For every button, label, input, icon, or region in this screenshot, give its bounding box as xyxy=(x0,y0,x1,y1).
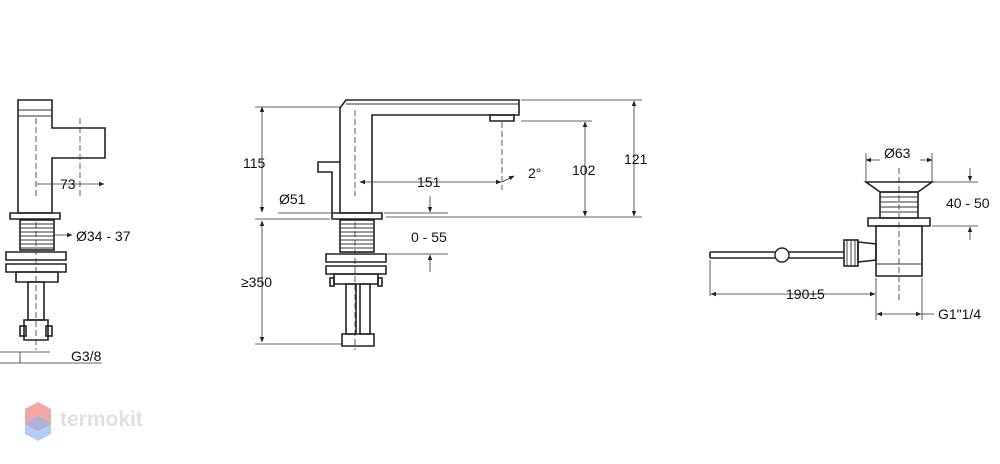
termokit-wordmark: termokit xyxy=(60,408,143,431)
rod-ball xyxy=(774,247,790,263)
side-view xyxy=(0,99,106,364)
spout-reach-label: 151 xyxy=(417,174,441,190)
hole-diameter-label: Ø34 - 37 xyxy=(76,228,131,244)
outlet-height-label: 102 xyxy=(572,162,596,178)
deck-thickness-label: 0 - 55 xyxy=(411,229,447,245)
base-diameter-label: Ø51 xyxy=(279,191,306,207)
spout-angle-label: 2° xyxy=(528,165,541,181)
supply-hose-b xyxy=(359,283,371,335)
waste-height-label: 40 - 50 xyxy=(946,195,990,211)
waste-view xyxy=(709,153,978,320)
waste-thread-label: G1"1/4 xyxy=(938,306,981,322)
base-flange-front xyxy=(331,212,383,220)
rod-connector xyxy=(857,241,877,263)
supply-hose-a xyxy=(345,283,357,335)
faucet-body-side xyxy=(17,99,106,214)
pop-up-lever xyxy=(317,161,340,213)
termokit-logo: termokit xyxy=(25,402,143,441)
base-flange-side xyxy=(9,212,61,220)
fixing-plate-front xyxy=(325,253,387,263)
offset-label: 73 xyxy=(60,176,76,192)
rod-length-label: 190±5 xyxy=(786,286,825,302)
hose-length-label: ≥350 xyxy=(241,274,272,290)
waste-diameter-label: Ø63 xyxy=(884,145,911,161)
aerator xyxy=(489,114,515,122)
height-to-base-label: 115 xyxy=(243,155,266,171)
threaded-shank-side xyxy=(19,219,55,251)
total-height-label: 121 xyxy=(624,151,648,167)
front-view xyxy=(255,99,642,350)
faucet-body-front xyxy=(339,99,520,214)
thread-label: G3/8 xyxy=(71,348,102,364)
fixing-plate-side xyxy=(5,251,67,261)
threaded-shank-front xyxy=(339,219,375,253)
waste-flange xyxy=(867,217,931,227)
